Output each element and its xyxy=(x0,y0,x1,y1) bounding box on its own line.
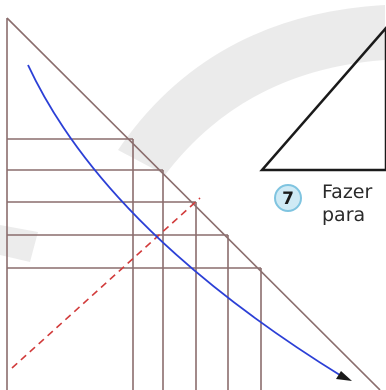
background-swoosh xyxy=(118,5,385,175)
instruction-line-1: Fazer xyxy=(322,181,373,203)
step-number-badge: 7 xyxy=(274,184,302,212)
result-triangle xyxy=(259,26,386,172)
background-swoosh-left xyxy=(0,225,38,262)
instruction-line-2: para xyxy=(322,204,366,226)
curved-arrow-icon xyxy=(27,64,344,378)
instruction-caption: Fazer para xyxy=(322,181,372,227)
step-number: 7 xyxy=(282,189,294,209)
valley-fold-dashed-line xyxy=(11,197,201,369)
arrow-head xyxy=(336,371,352,381)
